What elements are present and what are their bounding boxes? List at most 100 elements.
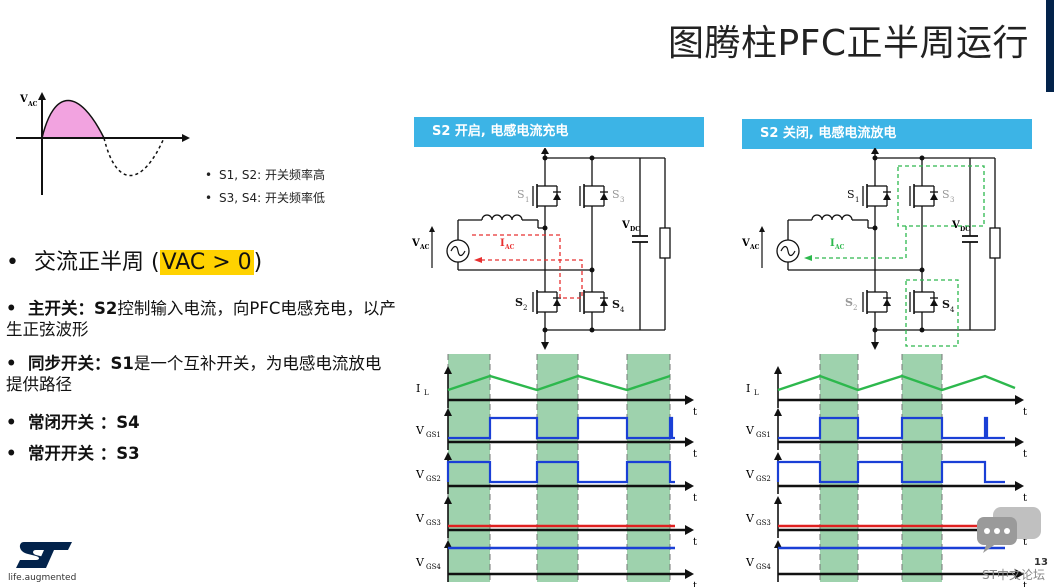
svg-text:4: 4 — [950, 306, 955, 314]
freq-bullet-2: •S3, S4: 开关频率低 — [205, 191, 325, 205]
freq-bullet-1: •S1, S2: 开关频率高 — [205, 168, 325, 182]
right-inductor — [811, 214, 853, 221]
right-label-s4: S — [942, 298, 950, 311]
left-gs1-time-label: t — [693, 449, 697, 460]
right-gs1-label: V — [745, 424, 755, 437]
left-gs1-label: V — [415, 424, 425, 437]
discharge-current-path — [897, 165, 985, 227]
svg-text:1: 1 — [855, 196, 859, 204]
left-il-waveform — [447, 374, 671, 392]
left-label-iac: I — [500, 238, 505, 249]
svg-text:GS2: GS2 — [426, 475, 441, 483]
svg-text:GS3: GS3 — [756, 519, 771, 527]
svg-text:GS1: GS1 — [426, 431, 441, 439]
right-gs2-time-label: t — [1023, 493, 1027, 504]
right-gs3-label: V — [745, 512, 755, 525]
sine-label: V — [19, 94, 28, 105]
right-s2-on-band-2 — [902, 354, 942, 582]
left-label-s1: S — [517, 188, 525, 201]
right-il-waveform — [777, 374, 1016, 392]
sine-label-sub: AC — [27, 101, 38, 108]
right-bus-arrow — [871, 148, 879, 154]
right-gs1-time-label: t — [1023, 449, 1027, 460]
svg-text:3: 3 — [620, 196, 624, 204]
sine-sketch: V AC — [16, 92, 190, 195]
right-gs4-label: V — [745, 556, 755, 569]
left-ground-arrow — [541, 342, 549, 350]
svg-text:L: L — [754, 389, 759, 397]
right-label-iac: I — [830, 238, 835, 249]
left-inductor — [481, 214, 523, 221]
svg-text:2: 2 — [853, 304, 857, 312]
sub-bullet-open-switch: •常开开关 ：S3 — [6, 444, 140, 463]
svg-text:AC: AC — [834, 244, 845, 251]
left-gs2-time-label: t — [693, 493, 697, 504]
page-title: 图腾柱PFC正半周运行 — [667, 23, 1029, 64]
svg-text:DC: DC — [960, 226, 970, 233]
left-s2-on-band-1 — [448, 354, 490, 582]
left-gs4-time-label: t — [693, 581, 697, 587]
right-gs3-time-label: t — [1023, 537, 1027, 548]
right-label-s1: S — [847, 188, 855, 201]
chat-bubble-icon — [977, 507, 1041, 553]
svg-text:AC: AC — [504, 244, 515, 251]
svg-text:DC: DC — [630, 226, 640, 233]
svg-text:GS3: GS3 — [426, 519, 441, 527]
left-bus-arrow — [541, 148, 549, 154]
left-gs4-label: V — [415, 556, 425, 569]
left-s2-on-band-3 — [627, 354, 670, 582]
right-vgs2-waveform — [776, 460, 1005, 484]
svg-text:2: 2 — [523, 304, 527, 312]
accent-bar — [1046, 0, 1054, 92]
left-il-time-label: t — [693, 407, 697, 418]
right-il-label: I — [746, 382, 750, 395]
left-panel-header: S2 开启, 电感电流充电 — [414, 117, 704, 147]
left-il-label: I — [416, 382, 420, 395]
left-s3-diode — [600, 193, 608, 200]
right-label-vac: V — [741, 238, 750, 249]
highlight-vac: VAC > 0 — [159, 250, 254, 275]
logo-tagline: life.augmented — [8, 573, 77, 583]
left-label-vac: V — [411, 238, 420, 249]
left-load-resistor — [659, 227, 671, 259]
sub-bullet-main-switch: •主开关：S2控制输入电流，向PFC电感充电，以产生正弦波形 — [6, 299, 396, 339]
svg-text:GS2: GS2 — [756, 475, 771, 483]
left-s1-diode — [553, 193, 561, 200]
right-s1-diode — [883, 193, 891, 200]
left-label-vdc: V — [621, 220, 630, 231]
half-cycle-bullet: •交流正半周 (VAC > 0) — [6, 250, 263, 275]
left-gs3-label: V — [415, 512, 425, 525]
right-label-vdc: V — [951, 220, 960, 231]
svg-text:4: 4 — [620, 306, 625, 314]
left-s4-diode — [600, 299, 608, 306]
left-gs3-time-label: t — [693, 537, 697, 548]
svg-text:3: 3 — [950, 196, 954, 204]
sub-bullet-closed-switch: •常闭开关 ：S4 — [6, 413, 140, 432]
svg-text:AC: AC — [749, 244, 760, 251]
svg-text:GS4: GS4 — [756, 563, 771, 571]
left-s2-on-band-2 — [537, 354, 578, 582]
right-s3-diode — [930, 193, 938, 200]
left-vgs2-waveform — [446, 460, 675, 484]
right-vgs1-waveform — [778, 416, 1005, 440]
left-vgs1-waveform — [448, 416, 675, 440]
right-load-resistor — [989, 227, 1001, 259]
right-il-time-label: t — [1023, 407, 1027, 418]
left-label-s3: S — [612, 188, 620, 201]
left-gs2-label: V — [415, 468, 425, 481]
charge-current-path — [472, 234, 583, 299]
right-gs2-label: V — [745, 468, 755, 481]
svg-text:GS4: GS4 — [426, 563, 441, 571]
right-s2-on-band-1 — [820, 354, 858, 582]
right-label-s3: S — [942, 188, 950, 201]
svg-text:L: L — [424, 389, 429, 397]
left-s2-diode — [553, 299, 561, 306]
left-label-s4: S — [612, 298, 620, 311]
svg-text:1: 1 — [525, 196, 529, 204]
right-label-s2: S — [845, 296, 853, 309]
right-panel-header: S2 关闭, 电感电流放电 — [742, 119, 1032, 149]
